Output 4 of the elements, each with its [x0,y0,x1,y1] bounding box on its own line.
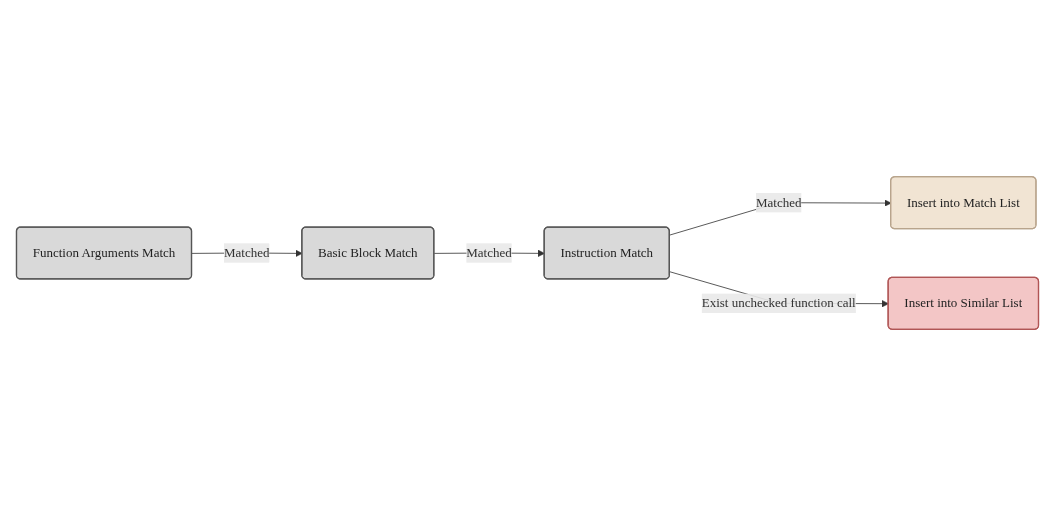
edge-label: Matched [223,245,270,260]
edge-label: Matched [755,195,802,210]
edge-label: Matched [466,245,512,260]
edge-label: Exist unchecked function call [701,296,856,310]
